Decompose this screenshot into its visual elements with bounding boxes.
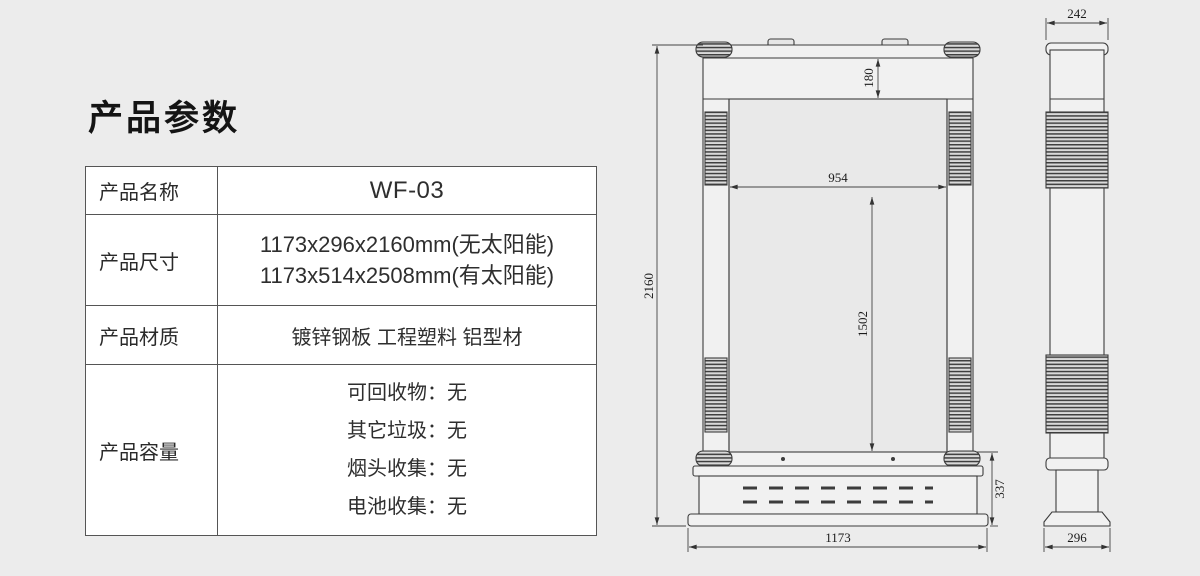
screw (781, 457, 785, 461)
dim-side-top-width: 242 (1067, 6, 1087, 21)
page-title: 产品参数 (88, 99, 241, 138)
front-opening (728, 98, 948, 453)
technical-drawing: 2160 180 954 1502 337 1173 242 296 (641, 6, 1111, 552)
corner-cap (695, 41, 733, 58)
dim-side-base-width: 296 (1067, 530, 1087, 545)
value-line: 1173x514x2508mm(有太阳能) (259, 263, 555, 288)
vent-grille (704, 111, 728, 186)
front-view (687, 38, 989, 527)
base-plate (692, 465, 984, 477)
row-label-capacity: 产品容量 (85, 364, 218, 536)
spec-table: 产品名称 WF-03 产品尺寸 1173x296x2160mm(无太阳能) 11… (85, 166, 597, 536)
row-value-material: 镀锌钢板 工程塑料 铝型材 (217, 305, 597, 365)
value-line: 电池收集：无 (347, 496, 467, 518)
value-line: 烟头收集：无 (347, 458, 467, 480)
screw (891, 457, 895, 461)
side-foot (1043, 511, 1111, 527)
corner-cap (943, 450, 981, 467)
row-label-name: 产品名称 (85, 166, 218, 215)
dim-base-height: 337 (992, 479, 1007, 499)
dim-total-height: 2160 (641, 273, 656, 299)
side-pedestal (1055, 469, 1099, 513)
value-line: 1173x296x2160mm(无太阳能) (259, 232, 555, 257)
row-value-name: WF-03 (217, 166, 597, 215)
row-value-size: 1173x296x2160mm(无太阳能) 1173x514x2508mm(有太… (217, 214, 597, 306)
corner-cap (943, 41, 981, 58)
corner-cap (695, 450, 733, 467)
table-row-material: 产品材质 镀锌钢板 工程塑料 铝型材 (85, 305, 597, 365)
base-box (698, 475, 978, 515)
dim-inner-width: 954 (828, 170, 848, 185)
dim-header-height: 180 (861, 68, 876, 88)
row-label-material: 产品材质 (85, 305, 218, 365)
dimension-labels: 2160 180 954 1502 337 1173 242 296 (641, 6, 1087, 545)
row-value-capacity: 可回收物：无 其它垃圾：无 烟头收集：无 电池收集：无 (217, 364, 597, 536)
vent-grille (948, 111, 972, 186)
dim-total-width: 1173 (825, 530, 851, 545)
vent-grille (1045, 354, 1109, 434)
dimension-lines (652, 18, 1111, 552)
table-row-size: 产品尺寸 1173x296x2160mm(无太阳能) 1173x514x2508… (85, 214, 597, 306)
vent-grille (1045, 111, 1109, 189)
side-view (1043, 42, 1111, 527)
value-line: 其它垃圾：无 (347, 420, 467, 442)
table-row-name: 产品名称 WF-03 (85, 166, 597, 215)
vent-grille (948, 357, 972, 433)
table-row-capacity: 产品容量 可回收物：无 其它垃圾：无 烟头收集：无 电池收集：无 (85, 364, 597, 536)
vent-grille (704, 357, 728, 433)
row-label-size: 产品尺寸 (85, 214, 218, 306)
base-skirt (687, 513, 989, 527)
dim-inner-height: 1502 (855, 311, 870, 337)
side-bottom-cap (1045, 457, 1109, 471)
value-line: 可回收物：无 (347, 382, 467, 404)
